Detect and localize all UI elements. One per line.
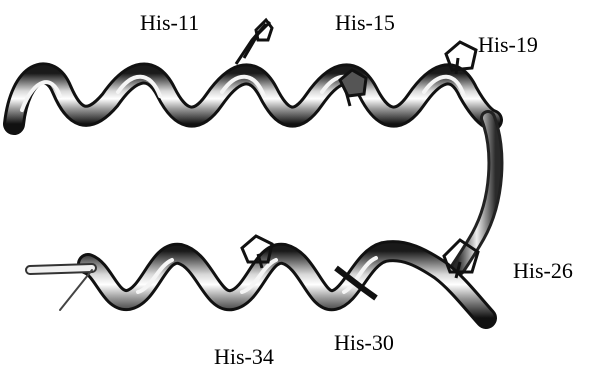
label-his34: His-34 <box>214 344 274 369</box>
loop-region <box>450 110 504 276</box>
label-his15: His-15 <box>335 10 395 35</box>
his19-side-chain <box>444 40 478 75</box>
histidine-side-chains <box>234 17 480 301</box>
his30-side-chain <box>334 265 378 301</box>
label-his26: His-26 <box>513 258 573 283</box>
his15-side-chain <box>338 68 368 107</box>
lower-helix <box>25 240 497 329</box>
his34-side-chain <box>240 234 274 269</box>
his11-side-chain <box>234 17 274 65</box>
label-his11: His-11 <box>140 10 200 35</box>
label-his30: His-30 <box>334 330 394 355</box>
label-his19: His-19 <box>478 32 538 57</box>
his26-side-chain <box>442 238 480 279</box>
upper-helix <box>3 62 503 135</box>
